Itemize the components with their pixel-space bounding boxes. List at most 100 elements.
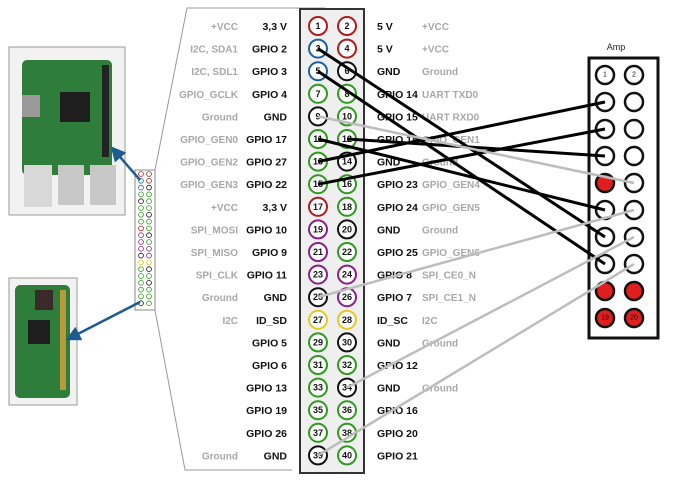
right-pin-name: GND	[377, 157, 401, 169]
left-pin-name: GND	[264, 450, 288, 462]
right-function-label: SPI_CE0_N	[422, 271, 476, 282]
zoom-bracket-top	[154, 7, 325, 171]
left-pin-name: GPIO 27	[246, 157, 287, 169]
pin-40-circle	[337, 445, 357, 466]
thumbnail-pin	[146, 252, 152, 259]
wire-pin34-to-amp14	[346, 235, 635, 389]
pin-18-circle	[337, 196, 357, 217]
zoom-bracket-bottom	[154, 309, 292, 471]
pin-14-number: 14	[342, 157, 352, 167]
left-pin-name: GND	[264, 111, 288, 123]
left-function-label: SPI_MISO	[191, 248, 238, 259]
left-pin-name: GPIO 10	[246, 224, 287, 236]
pin-30-number: 30	[342, 337, 352, 347]
pin-6-circle	[337, 61, 357, 82]
thumbnail-pin	[138, 218, 144, 225]
pin-32-circle	[337, 355, 357, 375]
pin-2-number: 2	[344, 21, 349, 31]
thumbnail-pin	[146, 212, 152, 218]
left-function-label: SPI_MOSI	[191, 225, 238, 236]
pin-18-number: 18	[342, 202, 352, 212]
amp-title: Amp	[607, 42, 626, 52]
right-pin-name: GPIO 15	[377, 111, 418, 123]
thumbnail-pin	[138, 293, 144, 300]
pin-36-circle	[337, 400, 357, 421]
left-function-label: SPI_CLK	[196, 271, 239, 282]
amp-pin-5	[594, 118, 616, 140]
right-pin-name: 5 V	[377, 21, 393, 33]
right-pin-name: GND	[377, 224, 401, 236]
left-function-label: I2C	[222, 316, 238, 327]
right-function-label: +VCC	[422, 22, 449, 33]
pin-7-circle	[308, 83, 328, 104]
thumbnail-pin	[146, 273, 152, 279]
left-pin-name: GND	[264, 292, 288, 304]
left-function-label: Ground	[202, 451, 238, 462]
pin-35-circle	[308, 400, 328, 421]
pin-20-circle	[337, 219, 357, 240]
right-function-label: I2C	[422, 316, 438, 327]
pin-31-number: 31	[313, 360, 323, 370]
arrow-to-pi-zero	[65, 300, 141, 341]
thumbnail-pin	[138, 205, 144, 211]
thumbnail-pin	[146, 184, 152, 191]
pin-26-number: 26	[342, 292, 352, 302]
thumbnail-pin	[138, 239, 144, 245]
thumbnail-pin	[138, 232, 144, 239]
pin-17-circle	[308, 196, 328, 217]
left-pin-name: GPIO 19	[246, 405, 287, 417]
pin-29-number: 29	[313, 337, 323, 347]
right-pin-name: 5 V	[377, 44, 393, 56]
thumbnail-pin	[138, 225, 144, 232]
pin-35-number: 35	[313, 405, 323, 415]
pin-28-number: 28	[342, 315, 352, 325]
pin-36-number: 36	[342, 405, 352, 415]
pin-23-circle	[308, 264, 328, 285]
right-function-label: Ground	[422, 338, 458, 349]
wire-pin11-to-amp11	[317, 137, 606, 212]
right-pin-name: ID_SC	[377, 315, 408, 327]
left-function-label: I2C, SDA1	[190, 45, 238, 56]
left-pin-name: GPIO 2	[252, 44, 287, 56]
wire-pin12-to-amp7	[346, 137, 606, 158]
right-pin-name: GPIO 25	[377, 247, 418, 259]
wire-pin9-to-amp10	[317, 115, 635, 185]
right-function-label: GPIO_GEN5	[422, 203, 480, 214]
pin-1-circle	[308, 16, 328, 36]
right-function-label: Ground	[422, 67, 458, 78]
thumbnail-pin	[146, 279, 152, 286]
thumbnail-pin	[138, 273, 144, 279]
pin-10-number: 10	[342, 111, 352, 121]
thumbnail-pin	[138, 252, 144, 259]
left-pin-name: GPIO 17	[246, 134, 287, 146]
left-function-label: GPIO_GCLK	[179, 90, 239, 101]
amp-pin-20	[623, 307, 645, 329]
thumbnail-pin	[146, 293, 152, 300]
thumbnail-pin	[138, 266, 144, 273]
wire-pin3-to-amp13	[317, 47, 606, 239]
pin-20-number: 20	[342, 224, 352, 234]
amp-pin-6	[623, 118, 645, 140]
thumbnail-pin	[146, 232, 152, 239]
thumbnail-pin	[146, 198, 152, 205]
pin-6-number: 6	[344, 66, 349, 76]
right-function-label: UART RXD0	[422, 112, 480, 123]
pin-16-number: 16	[342, 179, 352, 189]
thumbnail-pin	[138, 191, 144, 198]
right-function-label: GPIO_GEN4	[422, 180, 480, 191]
wire-pin25-to-amp12	[317, 208, 635, 299]
left-function-label: GPIO_GEN0	[180, 135, 238, 146]
thumbnail-pin	[138, 259, 144, 266]
left-pin-name: GPIO 22	[246, 179, 287, 191]
pin-4-number: 4	[344, 44, 349, 54]
pin-28-circle	[337, 309, 357, 330]
left-pin-name: GPIO 9	[252, 247, 287, 259]
amp-pin-2	[623, 64, 645, 86]
left-pin-name: 3,3 V	[262, 202, 287, 214]
right-pin-name: GND	[377, 66, 401, 78]
pin-32-number: 32	[342, 360, 352, 370]
right-function-label: Ground	[422, 158, 458, 169]
thumbnail-pin	[146, 191, 152, 198]
thumbnail-pin	[138, 286, 144, 293]
pin-37-circle	[308, 422, 328, 443]
